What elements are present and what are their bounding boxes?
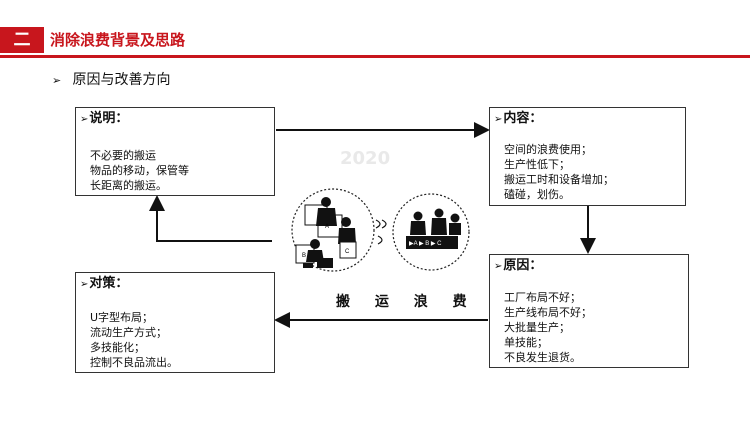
bullet-arrow-icon: ➢ xyxy=(80,279,89,290)
header-divider xyxy=(0,55,750,58)
cause-line: 工厂布局不好； xyxy=(504,291,581,304)
transition-mark-icon xyxy=(375,219,387,245)
cause-line: 单技能； xyxy=(504,336,548,349)
cause-box-text: 工厂布局不好； 生产线布局不好； 大批量生产； 单技能； 不良发生退货。 xyxy=(504,290,592,365)
bullet-arrow-icon: ➢ xyxy=(494,261,503,272)
content-box: ➢内容： 空间的浪费使用； 生产性低下； 搬运工时和设备增加； 磕碰，划伤。 xyxy=(489,107,686,206)
arrow-return-to-explain xyxy=(149,195,272,242)
box-label-c-left: C xyxy=(345,249,350,255)
content-line: 生产性低下； xyxy=(504,158,570,171)
content-box-text: 空间的浪费使用； 生产性低下； 搬运工时和设备增加； 磕碰，划伤。 xyxy=(504,142,614,202)
explain-line: 长距离的搬运。 xyxy=(90,179,167,192)
explain-line: 不必要的搬运 xyxy=(90,149,156,162)
cause-box: ➢原因： 工厂布局不好； 生产线布局不好； 大批量生产； 单技能； 不良发生退货… xyxy=(489,254,689,368)
cause-line: 大批量生产； xyxy=(504,321,570,334)
explain-box-text: 不必要的搬运 物品的移动，保管等 长距离的搬运。 xyxy=(90,148,189,193)
explain-box-title: ➢说明： xyxy=(80,111,129,126)
worker-illustration-right xyxy=(392,193,470,271)
cause-line: 生产线布局不好； xyxy=(504,306,592,319)
watermark-text: 2020 xyxy=(340,148,391,169)
cause-box-title: ➢原因： xyxy=(494,258,543,273)
box-label-b-left: B xyxy=(302,253,306,259)
section-number-badge: 二 xyxy=(0,27,44,53)
cause-line: 不良发生退货。 xyxy=(504,351,581,364)
diagram-caption: 搬 运 浪 费 xyxy=(336,294,477,310)
content-line: 空间的浪费使用； xyxy=(504,143,592,156)
box-label-a-left: A xyxy=(325,224,329,230)
measure-box: ➢对策： U字型布局； 流动生产方式； 多技能化； 控制不良品流出。 xyxy=(75,272,275,373)
measure-box-title: ➢对策： xyxy=(80,276,129,291)
bullet-arrow-icon: ➢ xyxy=(494,114,503,125)
content-line: 磕碰，划伤。 xyxy=(504,188,570,201)
subheading-text: 原因与改善方向 xyxy=(72,72,171,88)
bullet-arrow-icon: ➢ xyxy=(80,114,89,125)
explain-line: 物品的移动，保管等 xyxy=(90,164,189,177)
measure-line: 流动生产方式； xyxy=(90,326,167,339)
bullet-arrow-icon: ➢ xyxy=(52,74,62,87)
conveyor-line-icon: ▶A ▶ B ▶ C xyxy=(406,208,461,249)
worker-illustration-left xyxy=(291,188,375,272)
subheading: ➢ 原因与改善方向 xyxy=(52,71,170,90)
measure-line: U字型布局； xyxy=(90,311,154,324)
section-title: 消除浪费背景及思路 xyxy=(50,31,186,49)
content-box-title: ➢内容： xyxy=(494,111,543,126)
workers-carrying-boxes-icon: A B C xyxy=(295,197,357,268)
line-label-right: ▶A ▶ B ▶ C xyxy=(409,241,442,247)
measure-box-text: U字型布局； 流动生产方式； 多技能化； 控制不良品流出。 xyxy=(90,310,178,370)
explain-box: ➢说明： 不必要的搬运 物品的移动，保管等 长距离的搬运。 xyxy=(75,107,275,196)
content-line: 搬运工时和设备增加； xyxy=(504,173,614,186)
measure-line: 控制不良品流出。 xyxy=(90,356,178,369)
measure-line: 多技能化； xyxy=(90,341,145,354)
